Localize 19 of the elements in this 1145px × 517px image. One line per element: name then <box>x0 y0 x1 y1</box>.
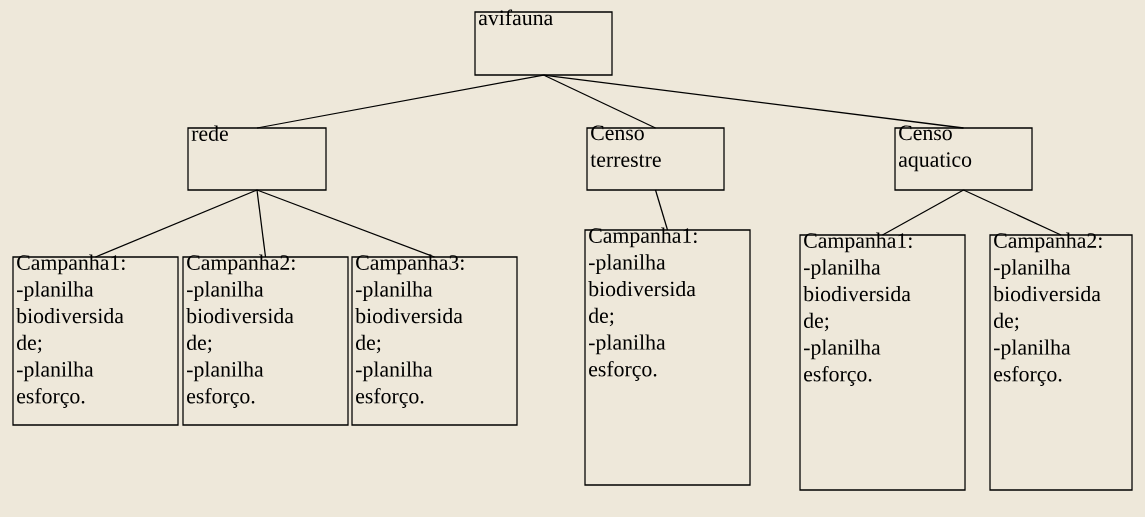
connector-line <box>654 189 669 231</box>
text-box: Campanha2: -planilha biodiversida de; -planilha esforço. <box>182 254 349 426</box>
connector-line <box>881 189 965 236</box>
connector-line <box>962 189 1062 236</box>
connector-line <box>542 74 657 129</box>
connector-line <box>256 74 545 129</box>
text-box: Campanha1: -planilha biodiversida de; -planilha esforço. <box>584 227 751 486</box>
text-box: Campanha1: -planilha biodiversida de; -planilha esforço. <box>12 254 179 426</box>
connector-line <box>94 189 258 258</box>
text-box: rede <box>187 125 327 191</box>
text-box: Censo terrestre <box>586 125 725 191</box>
text-box: avifauna <box>474 9 613 76</box>
connector-line <box>256 189 436 258</box>
text-box: Campanha1: -planilha biodiversida de; -planilha esforço. <box>799 232 966 491</box>
text-box: Campanha2: -planilha biodiversida de; -planilha esforço. <box>989 232 1133 491</box>
text-box: Campanha3: -planilha biodiversida de; -planilha esforço. <box>351 254 518 426</box>
connector-line <box>542 74 965 129</box>
connector-line <box>256 189 267 258</box>
text-box: Censo aquatico <box>894 125 1033 191</box>
